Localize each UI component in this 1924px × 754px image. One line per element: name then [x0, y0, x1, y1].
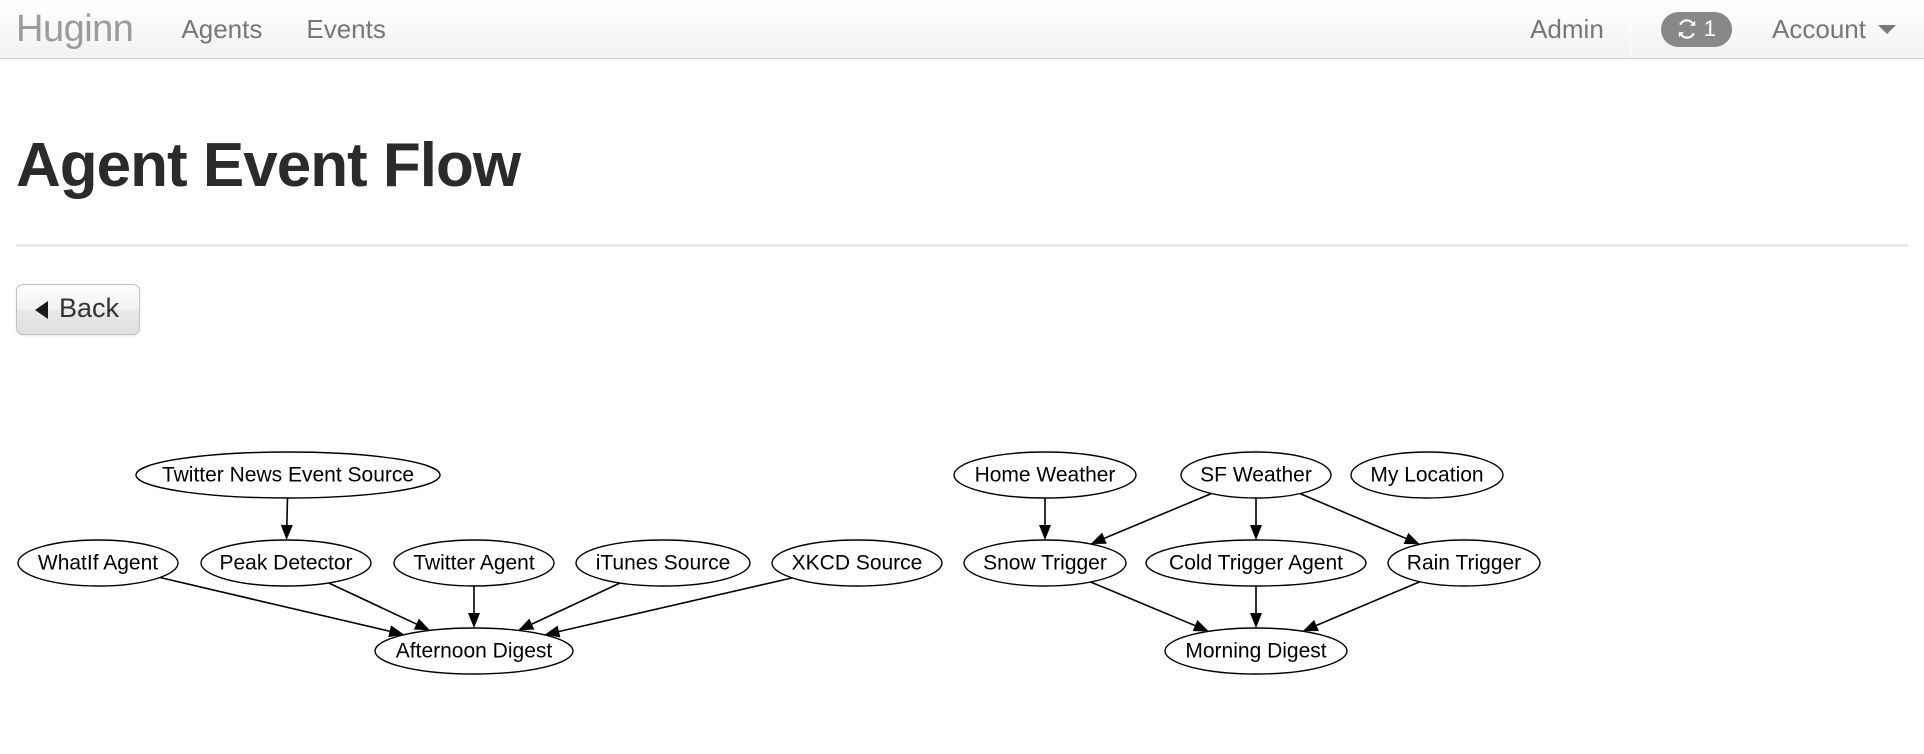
graph-node-label: Peak Detector: [219, 552, 352, 575]
graph-edge: [1302, 580, 1421, 632]
graph-node-rain-trigger[interactable]: Rain Trigger: [1387, 539, 1541, 587]
graph-node-xkcd-source[interactable]: XKCD Source: [771, 539, 943, 587]
graph-node-sf-weather[interactable]: SF Weather: [1180, 451, 1332, 499]
graph-node-twitter-agent[interactable]: Twitter Agent: [393, 539, 555, 587]
graph-node-twitter-news-event-source[interactable]: Twitter News Event Source: [135, 451, 441, 499]
graph-node-itunes-source[interactable]: iTunes Source: [575, 539, 751, 587]
nav-item-agents[interactable]: Agents: [181, 13, 263, 44]
graph-node-label: Morning Digest: [1185, 640, 1326, 663]
graph-edge: [1090, 581, 1209, 632]
graph-edge: [159, 576, 405, 638]
graph-node-whatif-agent[interactable]: WhatIf Agent: [17, 539, 179, 587]
graph-node-label: WhatIf Agent: [38, 552, 158, 575]
graph-node-home-weather[interactable]: Home Weather: [953, 451, 1137, 499]
graph-node-label: Home Weather: [975, 464, 1116, 487]
graph-node-label: Twitter Agent: [413, 552, 535, 575]
worker-status-cell[interactable]: 1: [1631, 0, 1762, 58]
brand-logo-huginn[interactable]: Huginn: [16, 7, 134, 50]
graph-edge: [1250, 586, 1262, 628]
graph-node-label: Afternoon Digest: [396, 640, 553, 663]
graph-node-label: Cold Trigger Agent: [1169, 552, 1343, 575]
graph-node-label: SF Weather: [1200, 464, 1312, 487]
graph-edge: [1299, 492, 1420, 545]
account-menu[interactable]: Account: [1762, 0, 1924, 58]
graph-edge: [468, 586, 480, 628]
top-navbar: Huginn Agents Events Admin 1 Account: [0, 0, 1924, 59]
nav-item-events[interactable]: Events: [306, 13, 386, 44]
graph-edge: [280, 497, 293, 540]
navbar-left-group: Huginn Agents Events: [0, 0, 408, 58]
graph-edge: [1090, 492, 1212, 544]
graph-node-label: My Location: [1370, 464, 1483, 487]
back-button-label: Back: [59, 293, 120, 324]
graph-node-afternoon-digest[interactable]: Afternoon Digest: [374, 627, 574, 675]
graph-node-label: Snow Trigger: [983, 552, 1107, 575]
page-container: Agent Event Flow Back: [0, 59, 1924, 336]
graph-node-morning-digest[interactable]: Morning Digest: [1164, 627, 1348, 675]
refresh-sync-icon: [1675, 17, 1699, 41]
graph-node-my-location[interactable]: My Location: [1350, 451, 1504, 499]
graph-node-label: Twitter News Event Source: [162, 464, 414, 487]
graph-edge: [328, 582, 430, 631]
graph-node-label: Rain Trigger: [1407, 552, 1521, 575]
graph-node-cold-trigger-agent[interactable]: Cold Trigger Agent: [1145, 539, 1367, 587]
worker-status-badge[interactable]: 1: [1660, 11, 1733, 47]
title-divider: [16, 244, 1908, 248]
graph-node-label: XKCD Source: [792, 552, 923, 575]
graph-edge: [1250, 498, 1262, 540]
chevron-left-icon: [35, 300, 48, 319]
graph-node-peak-detector[interactable]: Peak Detector: [200, 539, 372, 587]
navbar-right-group: Admin 1 Account: [1504, 0, 1924, 58]
graph-edge: [518, 582, 621, 631]
worker-count: 1: [1703, 15, 1717, 41]
graph-edge: [544, 577, 793, 638]
page-title: Agent Event Flow: [16, 131, 521, 200]
nav-item-admin[interactable]: Admin: [1530, 14, 1604, 44]
account-menu-label: Account: [1772, 13, 1866, 44]
graph-edge-layer: [159, 492, 1421, 638]
navbar-divider: [1629, 0, 1631, 58]
back-button[interactable]: Back: [16, 284, 141, 336]
graph-node-snow-trigger[interactable]: Snow Trigger: [963, 539, 1127, 587]
graph-edge: [1039, 498, 1051, 540]
graph-node-label: iTunes Source: [596, 552, 731, 575]
chevron-down-icon: [1878, 24, 1896, 34]
